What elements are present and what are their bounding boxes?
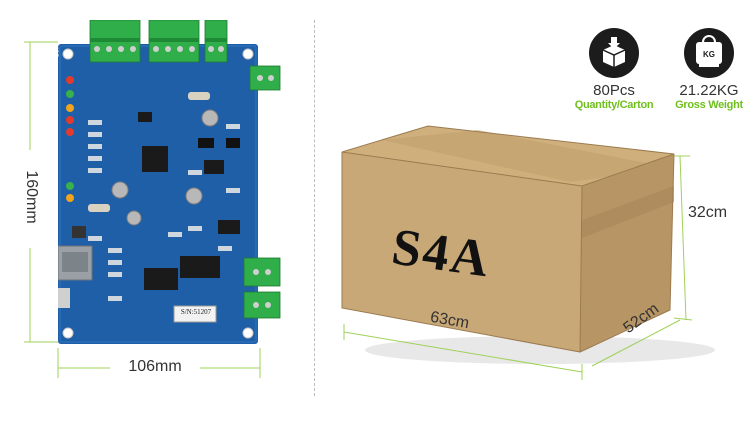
scale-icon-text: KG	[703, 50, 715, 59]
box-icon	[589, 28, 639, 78]
section-divider	[314, 20, 315, 396]
weight-value: 21.22KG	[679, 82, 739, 99]
quantity-label: Quantity/Carton	[574, 99, 654, 111]
board-serial-label: S/N:51207	[180, 308, 212, 316]
carton-box-image	[330, 110, 750, 416]
pcb-board-image	[57, 19, 283, 346]
board-height-label: 160mm	[23, 170, 40, 224]
box-height-label: 32cm	[688, 204, 728, 221]
weight-label: Gross Weight	[675, 99, 743, 111]
board-corner-label: KOB	[52, 45, 58, 58]
scale-icon	[684, 28, 734, 78]
pcb-dimension-lines	[0, 0, 300, 416]
board-width-label: 106mm	[128, 358, 182, 375]
quantity-value: 80Pcs	[593, 82, 635, 99]
